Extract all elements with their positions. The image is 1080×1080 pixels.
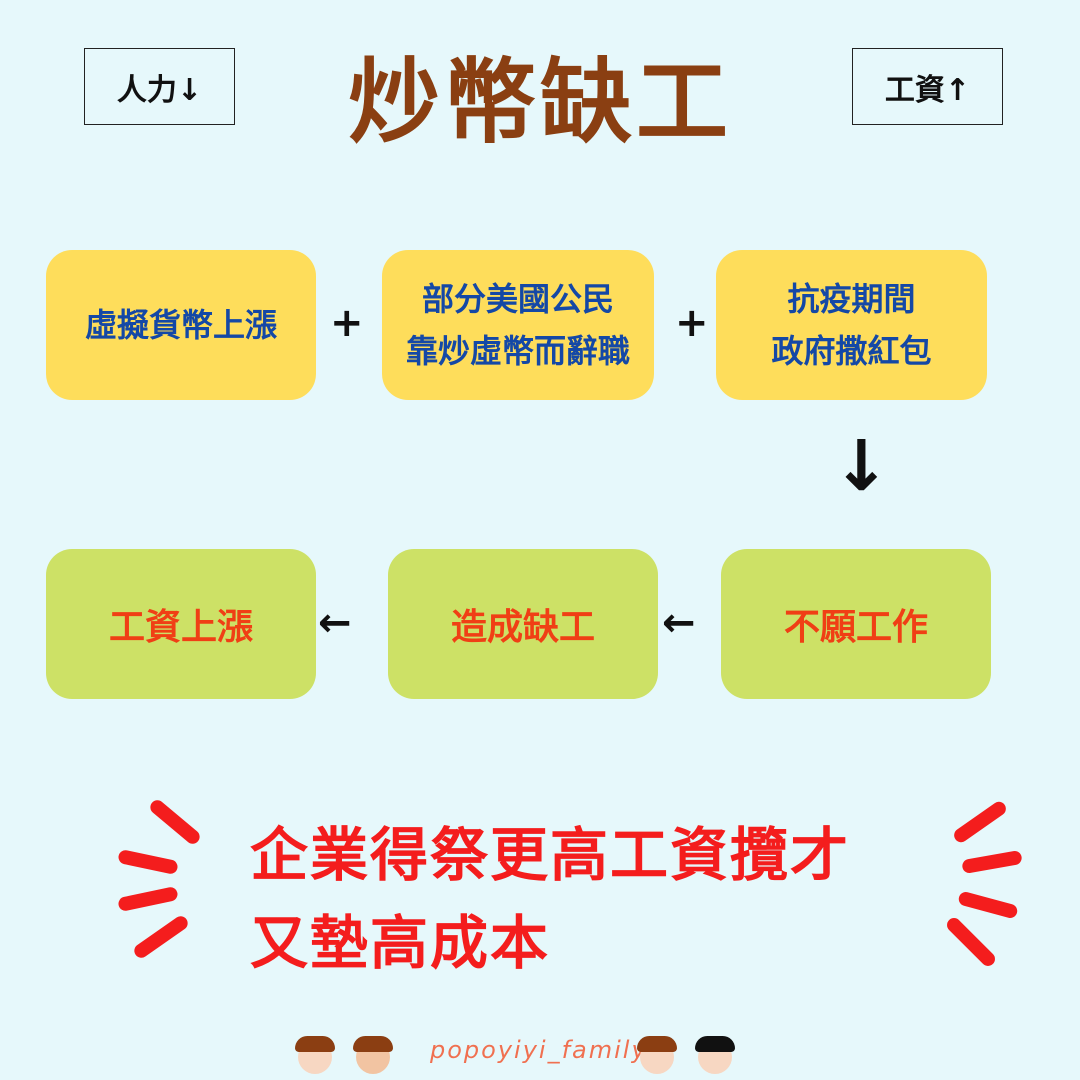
page-title: 炒幣缺工 [347, 49, 732, 156]
effect-text: 工資上漲 [108, 607, 253, 648]
cause-text: 抗疫期間 [787, 280, 916, 318]
cause-box-stimulus: 抗疫期間 政府撒紅包 [716, 250, 987, 400]
cause-text: 部分美國公民 [421, 280, 614, 318]
effect-box-labor-shortage: 造成缺工 [388, 549, 658, 699]
cause-box-quit-jobs: 部分美國公民 靠炒虛幣而辭職 [382, 250, 654, 400]
conclusion-line-2: 又墊高成本 [250, 909, 551, 977]
conclusion-line-1: 企業得祭更高工資攬才 [250, 821, 851, 889]
wage-up-tag: 工資↑ [852, 48, 1003, 125]
avatar-face [353, 1036, 393, 1074]
cause-text: 政府撒紅包 [771, 332, 932, 370]
avatar-face [295, 1036, 335, 1074]
effect-text: 不願工作 [783, 607, 928, 648]
effect-box-wage-rise: 工資上漲 [46, 549, 316, 699]
manpower-down-tag: 人力↓ [84, 48, 235, 125]
signature: popoyiyi_family [430, 1036, 648, 1064]
cause-text: 靠炒虛幣而辭職 [405, 332, 630, 370]
avatar-face [637, 1036, 677, 1074]
effect-text: 造成缺工 [450, 607, 595, 648]
plus-sign: + [330, 300, 364, 346]
left-arrow: ← [662, 600, 696, 646]
down-arrow: ↓ [832, 425, 891, 507]
plus-sign: + [675, 300, 709, 346]
cause-text: 虛擬貨幣上漲 [84, 306, 277, 344]
left-arrow: ← [318, 600, 352, 646]
avatar-face [695, 1036, 735, 1074]
cause-box-crypto-rise: 虛擬貨幣上漲 [46, 250, 316, 400]
effect-box-unwilling-work: 不願工作 [721, 549, 991, 699]
